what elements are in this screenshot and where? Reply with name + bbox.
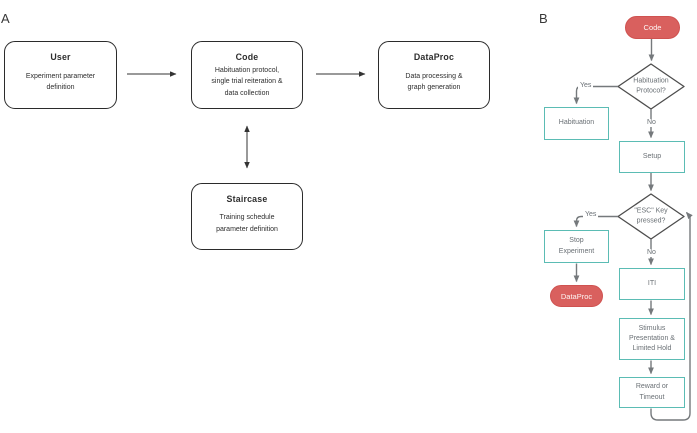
branch-yes-habituation: Yes xyxy=(578,82,594,90)
panel-b-arrows xyxy=(573,39,693,421)
step-stimulus-presentation: Stimulus Presentation & Limited Hold xyxy=(619,318,685,360)
panel-b-label: B xyxy=(539,11,548,26)
node-user: User Experiment parameter definition xyxy=(4,41,117,109)
step-reward-timeout: Reward or Timeout xyxy=(619,377,685,408)
node-staircase: Staircase Training schedule parameter de… xyxy=(191,183,303,250)
step-stop-experiment: Stop Experiment xyxy=(544,230,609,263)
step-setup: Setup xyxy=(619,141,685,173)
decision-esc-label: "ESC" Key pressed? xyxy=(634,207,668,225)
panel-a-label: A xyxy=(1,11,10,26)
node-description: Data processing & graph generation xyxy=(405,72,463,91)
branch-yes-esc: Yes xyxy=(583,211,599,219)
branch-no-esc: No xyxy=(645,249,658,257)
step-iti: ITI xyxy=(619,268,685,300)
panel-a-arrows xyxy=(127,71,366,169)
node-description: Habituation protocol, single trial reite… xyxy=(211,67,283,97)
terminal-end-dataproc: DataProc xyxy=(550,285,603,307)
node-code: Code Habituation protocol, single trial … xyxy=(191,41,303,109)
step-habituation: Habituation xyxy=(544,107,609,140)
node-description: Experiment parameter definition xyxy=(25,72,96,91)
node-title: Code xyxy=(235,52,259,62)
terminal-start-code: Code xyxy=(625,16,680,39)
node-title: Staircase xyxy=(226,194,268,204)
node-title: User xyxy=(50,52,71,62)
branch-no-habituation: No xyxy=(645,119,658,127)
node-title: DataProc xyxy=(413,52,455,62)
node-description: Training schedule parameter definition xyxy=(216,214,278,233)
node-dataproc: DataProc Data processing & graph generat… xyxy=(378,41,490,109)
decision-habituation-label: Habituation Protocol? xyxy=(633,77,669,95)
